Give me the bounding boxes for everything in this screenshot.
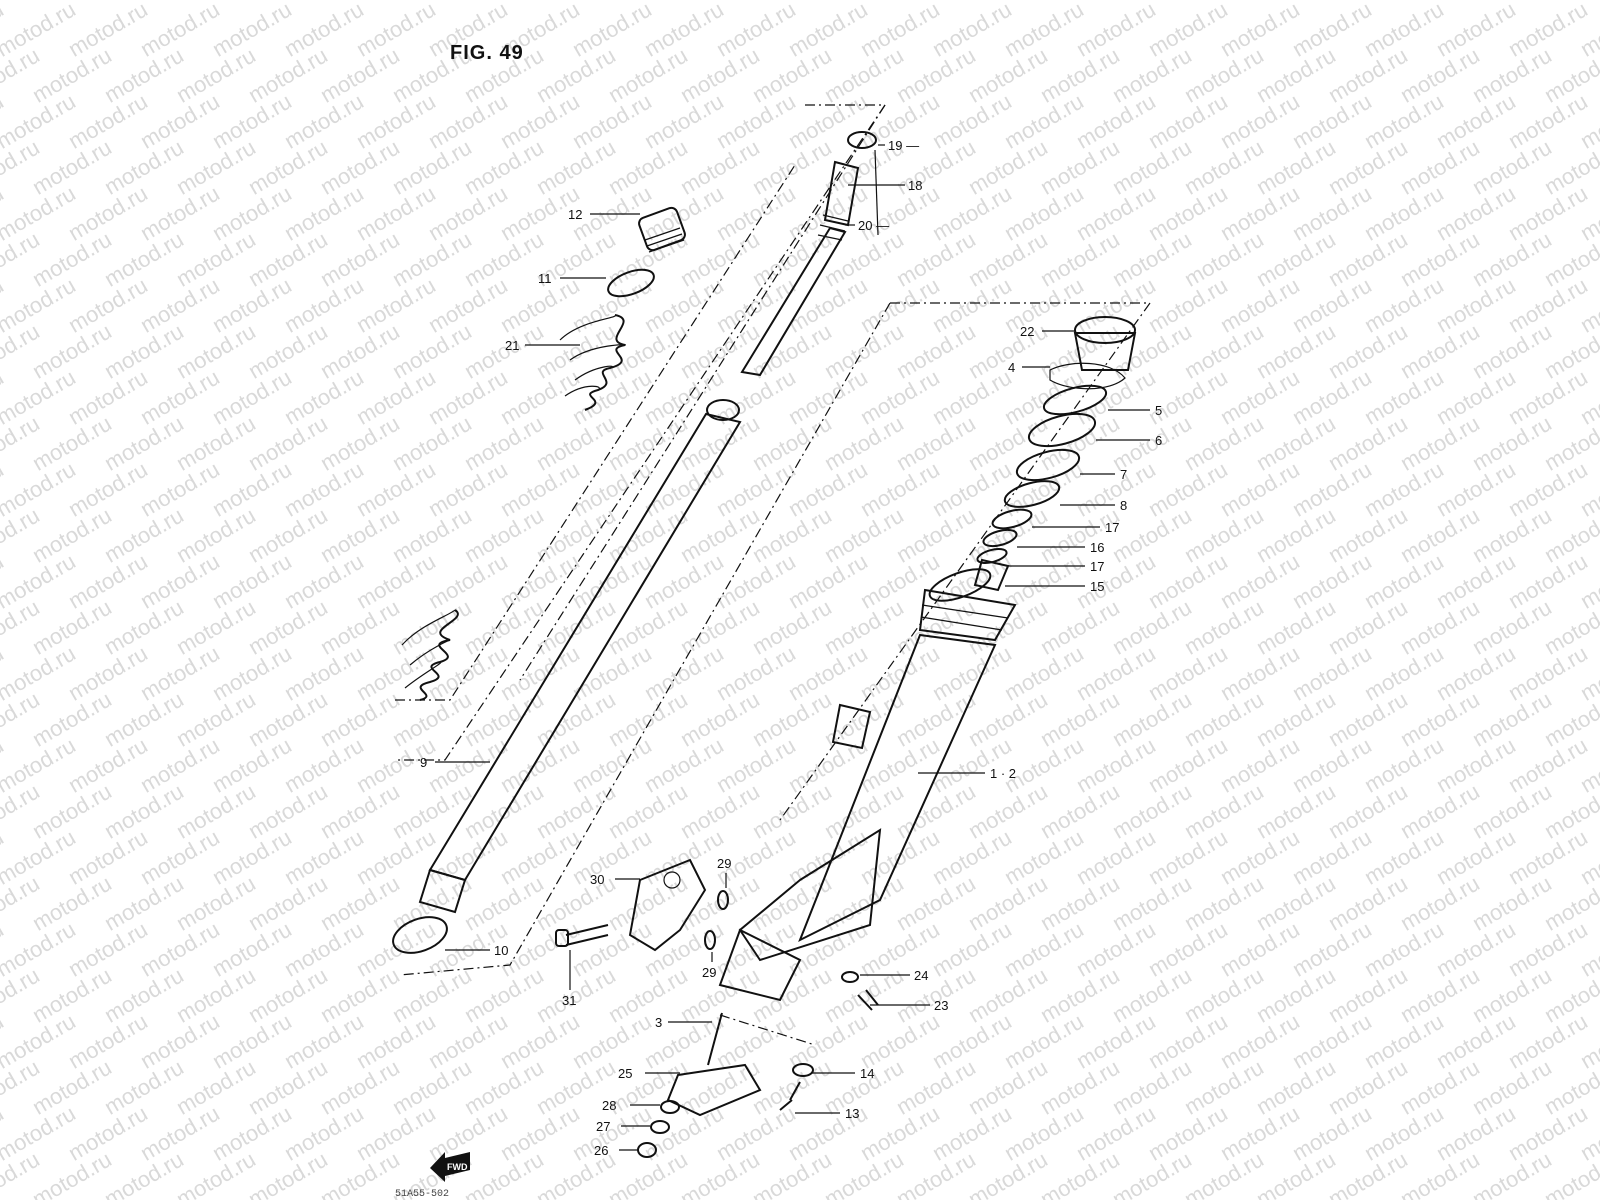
callout-18: 18 [908,178,922,193]
callout-21: 21 [505,338,519,353]
callout-8: 8 [1120,498,1127,513]
outer-tube [718,568,1017,1002]
washer-19 [847,131,877,149]
spring-lower [401,609,459,701]
bolt-13 [779,1081,801,1111]
washer-14 [792,1063,814,1077]
ring-17a [991,508,1033,530]
callout-29-lower: 29 [702,965,716,980]
cap-bolt-12 [638,206,686,253]
callout-14: 14 [860,1066,874,1081]
washer-29b [704,930,716,950]
dust-seal-ring [918,588,1017,642]
callout-16: 16 [1090,540,1104,555]
stopper-ring-4 [1049,362,1126,390]
dust-seal-22 [1074,316,1136,344]
bolt-31 [555,924,609,947]
tube-bracket [831,703,872,750]
caliper-bracket-30 [628,858,707,952]
callout-13: 13 [845,1106,859,1121]
callout-4: 4 [1008,360,1015,375]
callout-5: 5 [1155,403,1162,418]
washer-7 [1015,448,1081,482]
callout-22: 22 [1020,324,1034,339]
callout-labels: 19 — 18 20 — 12 11 21 22 4 5 6 7 8 17 16… [420,138,1162,1158]
callout-20: 20 — [858,218,889,233]
o-ring-11 [607,268,655,298]
washer-24 [841,971,859,983]
callout-9: 9 [420,755,427,770]
callout-19: 19 — [888,138,919,153]
callout-25: 25 [618,1066,632,1081]
callout-7: 7 [1120,467,1127,482]
washer-29a [717,890,729,910]
fork-seal-stack [973,316,1137,592]
spring-washer-27 [650,1120,670,1134]
axle-lug [738,828,882,962]
callout-29-upper: 29 [717,856,731,871]
callout-17-lower: 17 [1090,559,1104,574]
callout-10: 10 [494,943,508,958]
rod-seat [706,399,740,421]
bushing-15 [973,558,1010,592]
fwd-label: FWD [447,1162,468,1172]
damper-rod [740,226,847,377]
callout-24: 24 [914,968,928,983]
rod-sleeve-18 [823,160,860,227]
axle-holder-25 [666,1063,762,1117]
ring-16 [982,528,1018,548]
washer-28 [660,1100,680,1114]
oil-lock-piece-10 [392,916,448,954]
assembly-guide-lines [395,104,1152,1046]
screw-23 [857,989,879,1011]
oil-seal-6 [1027,412,1097,448]
spring-21 [559,314,626,411]
callout-3: 3 [655,1015,662,1030]
stud-3 [707,1012,723,1066]
callout-30: 30 [590,872,604,887]
fwd-arrow-icon: FWD [430,1152,470,1182]
leader-lines [435,144,1150,1151]
damper-rod-assembly [706,131,877,421]
callout-1-2: 1 · 2 [990,766,1016,781]
inner-tube-9 [392,412,742,954]
figure-title: FIG. 49 [450,42,524,64]
callout-12: 12 [568,207,582,222]
callout-17-upper: 17 [1105,520,1119,535]
footer-code: 51A55-502 [395,1189,450,1200]
callout-31: 31 [562,993,576,1008]
callout-23: 23 [934,998,948,1013]
callout-15: 15 [1090,579,1104,594]
callout-11: 11 [538,271,552,286]
callout-6: 6 [1155,433,1162,448]
nut-26 [637,1142,657,1158]
callout-27: 27 [596,1119,610,1134]
bushing-8 [1003,480,1061,508]
ring-5 [1042,384,1108,416]
callout-26: 26 [594,1143,608,1158]
callout-28: 28 [602,1098,616,1113]
